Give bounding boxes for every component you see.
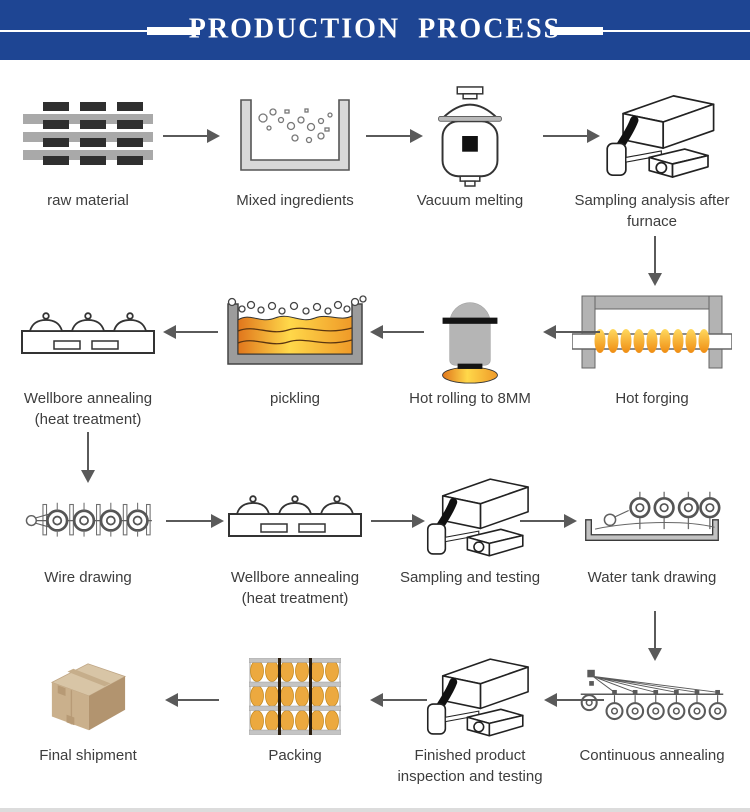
step-label: Water tank drawing — [587, 569, 717, 586]
coil-rack-icon — [249, 658, 341, 735]
icon-box — [3, 652, 173, 742]
arrow-left-icon — [546, 699, 604, 701]
hot-rolling-mill-icon — [442, 302, 498, 384]
header-bar-right — [550, 27, 603, 35]
mixing-tub-icon — [240, 99, 350, 171]
arrow-down-icon — [654, 611, 656, 659]
icon-box — [210, 85, 380, 187]
step-label: Sampling and testing — [399, 569, 541, 586]
step-raw-material: raw material — [3, 85, 173, 211]
step-vacuum-melting: Vacuum melting — [385, 85, 555, 211]
arrow-left-icon — [165, 331, 218, 333]
step-label: Sampling analysis after furnace — [574, 192, 730, 230]
step-label: pickling — [269, 390, 321, 407]
sampling-machine-icon — [606, 95, 715, 178]
step-label: Final shipment — [39, 747, 137, 764]
icon-box — [210, 652, 380, 742]
header-line-right — [603, 30, 750, 32]
icon-box — [567, 85, 737, 187]
step-wellbore-annealing-1: Wellbore annealing (heat treatment) — [3, 283, 173, 430]
wire-drawing-machine-icon — [25, 502, 152, 537]
raw-material-icon — [23, 102, 153, 165]
icon-box — [567, 283, 737, 385]
step-continuous-annealing: Continuous annealing — [567, 652, 737, 766]
step-sampling-testing: Sampling and testing — [385, 470, 555, 588]
vacuum-vessel-icon — [438, 86, 502, 187]
arrow-right-icon — [371, 520, 423, 522]
arrow-right-icon — [520, 520, 575, 522]
header-line-left — [0, 30, 147, 32]
icon-box — [385, 470, 555, 564]
icon-box — [567, 470, 737, 564]
step-label: Mixed ingredients — [236, 192, 354, 209]
icon-box — [385, 652, 555, 742]
icon-box — [210, 283, 380, 385]
step-water-tank-drawing: Water tank drawing — [567, 470, 737, 588]
step-label: Hot rolling to 8MM — [409, 390, 531, 407]
step-packing: Packing — [210, 652, 380, 766]
pickling-bath-icon — [227, 295, 367, 365]
continuous-annealing-icon — [580, 669, 727, 721]
arrow-right-icon — [166, 520, 222, 522]
arrow-right-icon — [163, 135, 218, 137]
hot-forging-furnace-icon — [572, 295, 732, 369]
step-label: Hot forging — [615, 390, 689, 407]
step-label: Wellbore annealing (heat treatment) — [230, 569, 360, 607]
sampling-machine-icon — [426, 478, 529, 557]
step-label: raw material — [47, 192, 129, 209]
arrow-left-icon — [167, 699, 219, 701]
arrow-left-icon — [545, 331, 600, 333]
icon-box — [385, 283, 555, 385]
step-finished-inspection: Finished product inspection and testing — [385, 652, 555, 787]
icon-box — [3, 85, 173, 187]
step-label: Wire drawing — [44, 569, 132, 586]
icon-box — [385, 85, 555, 187]
arrow-left-icon — [372, 699, 427, 701]
icon-box — [3, 283, 173, 385]
arrow-right-icon — [543, 135, 598, 137]
bottom-divider — [0, 808, 750, 812]
annealing-furnace-icon — [228, 495, 362, 537]
step-wellbore-annealing-2: Wellbore annealing (heat treatment) — [210, 470, 380, 609]
step-sampling-analysis: Sampling analysis after furnace — [567, 85, 737, 232]
icon-box — [567, 652, 737, 742]
icon-box — [210, 470, 380, 564]
step-hot-rolling: Hot rolling to 8MM — [385, 283, 555, 409]
arrow-right-icon — [366, 135, 421, 137]
shipping-box-icon — [50, 663, 127, 731]
step-wire-drawing: Wire drawing — [3, 470, 173, 588]
step-label: Vacuum melting — [416, 192, 524, 209]
page-title: PRODUCTION PROCESS — [188, 13, 562, 45]
sampling-machine-icon — [426, 658, 529, 737]
icon-box — [3, 470, 173, 564]
step-label: Packing — [268, 747, 322, 764]
step-label: Finished product inspection and testing — [397, 747, 543, 785]
annealing-furnace-icon — [21, 312, 155, 354]
step-label: Continuous annealing — [579, 747, 725, 764]
header-bar-left — [147, 27, 200, 35]
step-hot-forging: Hot forging — [567, 283, 737, 409]
header-banner: PRODUCTION PROCESS — [0, 0, 750, 60]
water-tank-drawing-icon — [585, 491, 721, 541]
arrow-down-icon — [87, 432, 89, 481]
step-pickling: pickling — [210, 283, 380, 409]
step-mixed-ingredients: Mixed ingredients — [210, 85, 380, 211]
arrow-left-icon — [372, 331, 424, 333]
step-label: Wellbore annealing (heat treatment) — [23, 390, 153, 428]
arrow-down-icon — [654, 236, 656, 284]
step-final-shipment: Final shipment — [3, 652, 173, 766]
